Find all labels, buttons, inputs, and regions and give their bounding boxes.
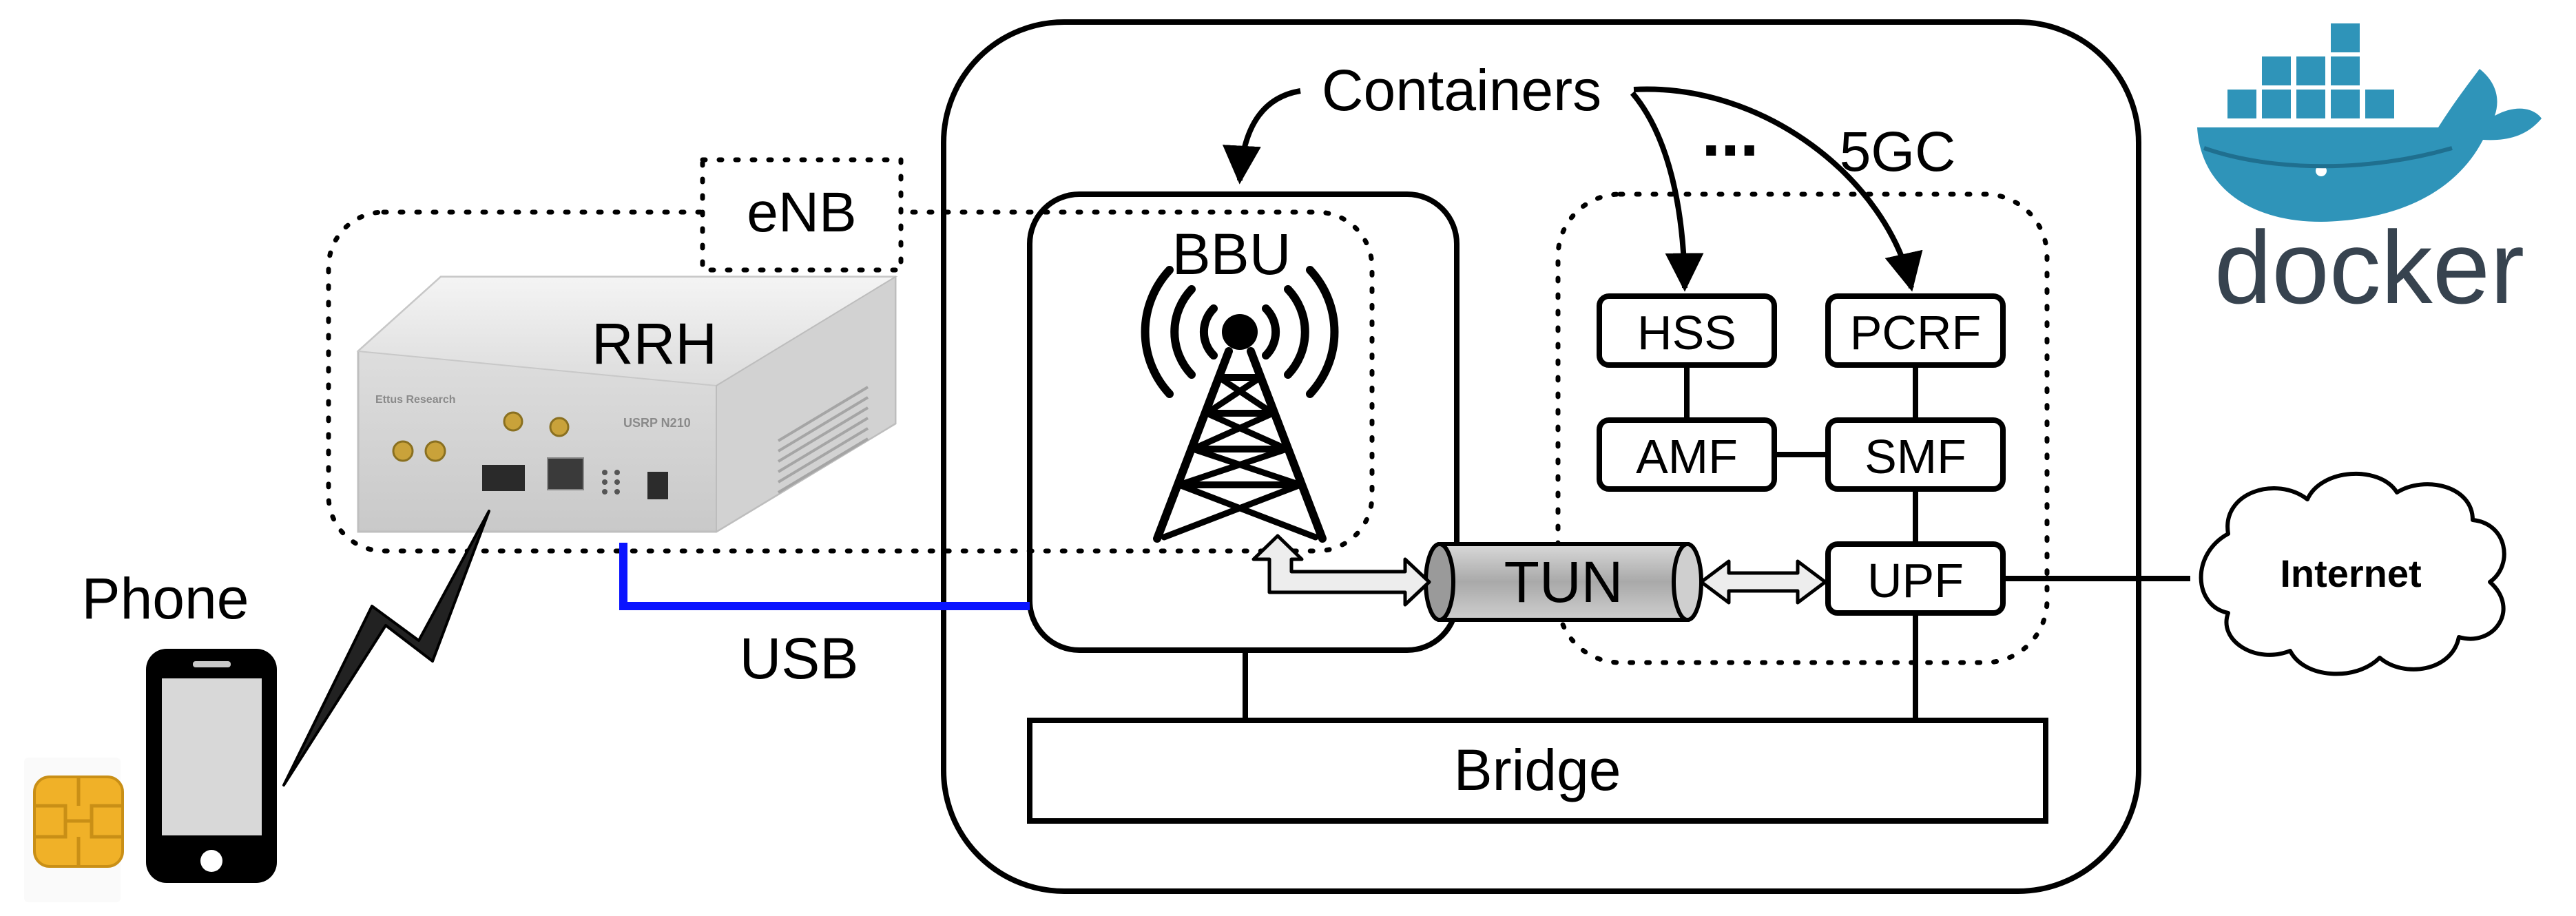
sim-card-icon [24, 758, 124, 902]
fivegc-label: 5GC [1840, 121, 1956, 183]
phone-label: Phone [82, 566, 249, 631]
tun-interface: TUN [1424, 542, 1703, 622]
containers-arrow-hss [1630, 91, 1704, 292]
amf-node: AMF [1597, 417, 1777, 492]
wireless-link-icon [282, 510, 490, 787]
container-host-box [941, 19, 2141, 894]
bbu-tun-arrow [1251, 534, 1431, 607]
cloud-icon [2199, 471, 2506, 676]
containers-label: Containers [1322, 58, 1601, 123]
containers-arrow-pcrf [1633, 86, 1923, 292]
device-brand-label: Ettus Research [375, 394, 456, 406]
smartphone-icon [146, 649, 277, 883]
pcrf-node: PCRF [1825, 293, 2006, 368]
radio-tower-icon [1141, 266, 1339, 543]
hss-label: HSS [1637, 306, 1736, 360]
usrp-device-image: Ettus Research USRP N210 [356, 275, 898, 533]
internet-label: Internet [2280, 552, 2421, 595]
smf-label: SMF [1865, 430, 1966, 483]
bridge-box [1027, 718, 2048, 824]
device-model-label: USRP N210 [623, 416, 691, 430]
tun-upf-arrow [1699, 559, 1827, 605]
tun-label: TUN [1504, 550, 1623, 614]
pcrf-label: PCRF [1850, 306, 1982, 360]
upf-label: UPF [1867, 554, 1964, 607]
hss-node: HSS [1597, 293, 1777, 368]
amf-label: AMF [1636, 430, 1738, 483]
fivegc-dotted-region [1555, 191, 2050, 665]
bridge-label: Bridge [1454, 738, 1621, 802]
containers-arrow-bbu [1222, 88, 1301, 185]
smf-node: SMF [1825, 417, 2006, 492]
ellipsis-label: ... [1701, 94, 1758, 171]
bbu-label: BBU [1172, 222, 1291, 287]
docker-whale-logo [2197, 21, 2542, 222]
usb-label: USB [740, 626, 859, 691]
enb-label-box [700, 157, 904, 273]
rrh-label: RRH [592, 311, 717, 376]
enb-label: eNB [747, 181, 857, 244]
docker-label: docker [2214, 209, 2524, 325]
upf-node: UPF [1825, 541, 2006, 616]
usb-cable [619, 543, 1030, 610]
